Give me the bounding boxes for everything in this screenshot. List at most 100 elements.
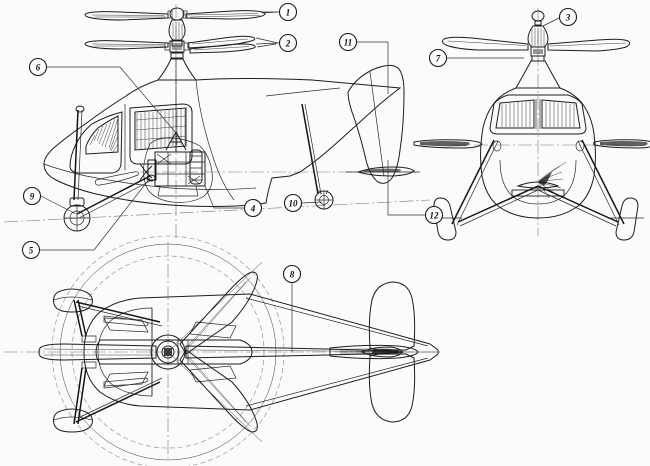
plan-gear-strut-rear: [73, 367, 87, 425]
gear-fairing: [95, 171, 139, 186]
callout-circle-1: [278, 2, 298, 22]
rotor-mast: [168, 19, 186, 47]
plan-cabin-outline: [97, 307, 153, 397]
front-fuselage-outline: [480, 87, 596, 219]
plan-empennage: [360, 281, 440, 423]
vertical-fin-outline: [347, 64, 405, 184]
mast-fairing-front-shade: [531, 28, 545, 47]
callout-2[interactable]: 2: [278, 33, 298, 53]
upper-rotor-blade-right-rib: [187, 13, 261, 18]
door-hinge-left: [492, 140, 502, 152]
front-fuselage: [480, 87, 596, 219]
fuselage-outline: [43, 78, 402, 207]
lower-hub-collar-left: [164, 42, 171, 51]
callout-12[interactable]: 12: [424, 205, 444, 225]
front-rotor-blade-right: [547, 38, 631, 52]
tail-wheel-spokes: [315, 191, 333, 209]
callout-circle-5: [21, 240, 41, 260]
front-stabiliser-right-shade: [600, 141, 648, 147]
rotor-disc-mid: [59, 243, 277, 461]
mast-cap-neck: [534, 20, 542, 26]
callout-4[interactable]: 4: [243, 198, 263, 218]
callout-1[interactable]: 1: [278, 2, 298, 22]
lower-hub-shading: [172, 43, 182, 50]
callout-circle-12: [424, 205, 444, 225]
front-gear-leg-left-inner: [456, 140, 499, 226]
cockpit-glass-streaks-rear: [135, 115, 187, 141]
callout-11[interactable]: 11: [338, 32, 358, 52]
view-side-elevation: [3, 4, 431, 240]
callout-8[interactable]: 8: [282, 264, 302, 284]
engine-block: [154, 151, 206, 187]
tail-boom-top-seam: [265, 87, 341, 97]
plan-cabin-body: [95, 339, 253, 365]
callout-number-9: 9: [30, 192, 35, 202]
plan-boom-edge-upper: [245, 297, 429, 347]
upper-hub-collar-left: [167, 10, 173, 19]
callout-number-1: 1: [286, 8, 291, 18]
upper-rotor-blade-right: [185, 10, 266, 20]
engine-cylinder: [189, 149, 203, 185]
plan-blade-left-rib: [43, 348, 155, 356]
plan-window-left-rear: [103, 371, 149, 387]
plan-wheel-left-front: [53, 288, 93, 313]
windscreen-centre-post: [535, 99, 541, 129]
plan-stabiliser-upper: [368, 281, 416, 351]
plan-blade-left: [38, 343, 157, 361]
plan-gear-strut-front: [73, 299, 87, 337]
side-ground-line: [3, 199, 431, 223]
callout-10[interactable]: 10: [283, 193, 303, 213]
tail-wheel-assembly-side: [301, 103, 334, 210]
callout-6[interactable]: 6: [28, 57, 48, 77]
view-front-elevation: [413, 8, 650, 241]
plan-gear-mount-front: [81, 335, 97, 343]
callout-3[interactable]: 3: [558, 7, 578, 27]
front-stabiliser-left: [413, 139, 483, 149]
lower-hub-collar-right: [183, 42, 190, 51]
main-landing-gear-side: [63, 105, 156, 232]
callout-number-4: 4: [250, 204, 256, 214]
lower-rotor-blade-left: [84, 40, 169, 50]
stabiliser-shade: [364, 168, 401, 173]
oleo-strut-vertical: [73, 109, 79, 201]
cockpit-glass-hatching-front: [89, 117, 119, 153]
plan-gear-fairing-rear: [103, 377, 149, 389]
lower-rotor-blade-right-lower: [189, 43, 256, 54]
callout-number-3: 3: [565, 13, 571, 23]
plan-stabiliser-lower: [368, 353, 416, 423]
empennage-side: [346, 64, 420, 184]
engine-cylinder-fins: [190, 155, 202, 181]
plan-gear-fairing-front: [103, 315, 149, 327]
oleo-strut-vertical-edge: [77, 109, 83, 201]
windscreen-hatch-right: [545, 102, 575, 127]
plan-blade-axis-upper: [167, 261, 263, 353]
front-wheel-left: [433, 197, 457, 241]
leader-3: [542, 17, 560, 27]
plan-blade-axis-lower: [167, 351, 263, 443]
front-gear-brace-right: [537, 185, 619, 223]
front-gear-brace-left-edge: [459, 189, 539, 227]
callout-number-7: 7: [436, 54, 441, 64]
callout-9[interactable]: 9: [22, 186, 42, 206]
front-gear-leg-right-inner: [577, 140, 620, 226]
plan-hub-inner: [161, 345, 175, 359]
plan-wheel-left-front-rim: [53, 296, 93, 301]
plan-gear-brace-rear-edge: [77, 377, 163, 419]
drag-brace-edge: [78, 179, 153, 219]
lower-blade-tip-line: [255, 37, 279, 44]
callout-number-6: 6: [36, 63, 41, 73]
callout-7[interactable]: 7: [428, 48, 448, 68]
callout-5[interactable]: 5: [21, 240, 41, 260]
callout-number-5: 5: [29, 246, 34, 256]
rotor-disc-inner: [71, 255, 265, 449]
front-stabiliser-left-shade: [420, 141, 470, 147]
front-rotor-blades: [441, 36, 631, 52]
tail-wheel-fork: [317, 189, 329, 195]
plan-blade-lower-right: [179, 349, 258, 433]
fuselage-side: [43, 78, 402, 207]
view-plan: [4, 235, 440, 466]
leader-6: [47, 66, 177, 134]
plan-window-right-rear: [189, 365, 237, 383]
